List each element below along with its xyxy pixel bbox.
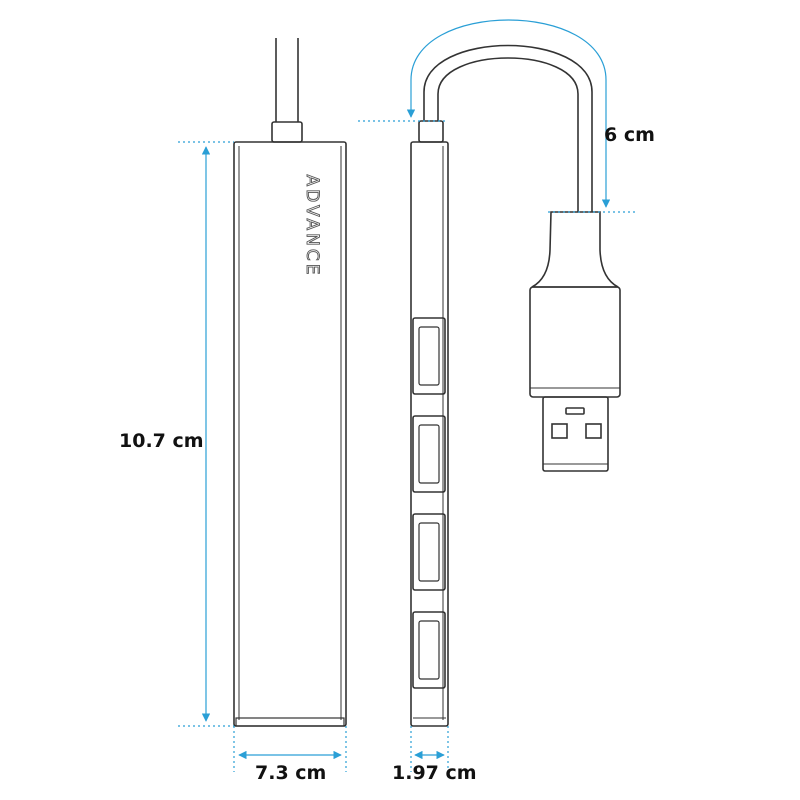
hub-front-body (233, 141, 347, 727)
usb-port-2-opening (418, 424, 440, 484)
cable-inner-wire (437, 57, 579, 212)
plug-center-slot (565, 407, 585, 415)
usb-port-3-opening (418, 522, 440, 582)
brand-logo: ADVANCE (302, 175, 322, 278)
plug-hole-right (585, 423, 602, 439)
plug-strain-relief (531, 211, 619, 288)
width-label: 7.3 cm (255, 762, 327, 784)
hub-side-view (410, 120, 449, 727)
usb-cable-and-plug (423, 44, 621, 472)
depth-label: 1.97 cm (392, 762, 477, 784)
usb-port-3 (412, 513, 446, 591)
usb-port-1-opening (418, 326, 440, 386)
cable-length-label: 6 cm (604, 124, 655, 146)
plug-housing (529, 286, 621, 398)
usb-port-4-opening (418, 620, 440, 680)
cable-outer-wire (423, 44, 593, 212)
hub-front-view (233, 38, 347, 727)
dimension-lines (178, 19, 636, 772)
hub-side-body (410, 141, 449, 727)
hub-front-base (235, 717, 345, 727)
plug-hole-left (551, 423, 568, 439)
side-cable-strain-relief (418, 120, 444, 143)
plug-metal-shell (542, 396, 609, 472)
usb-port-1 (412, 317, 446, 395)
usb-port-2 (412, 415, 446, 493)
usb-port-4 (412, 611, 446, 689)
cable-dimension-arc (406, 19, 611, 208)
usb-ports (412, 317, 446, 689)
front-cable-strain-relief (271, 121, 303, 143)
height-label: 10.7 cm (119, 430, 204, 452)
